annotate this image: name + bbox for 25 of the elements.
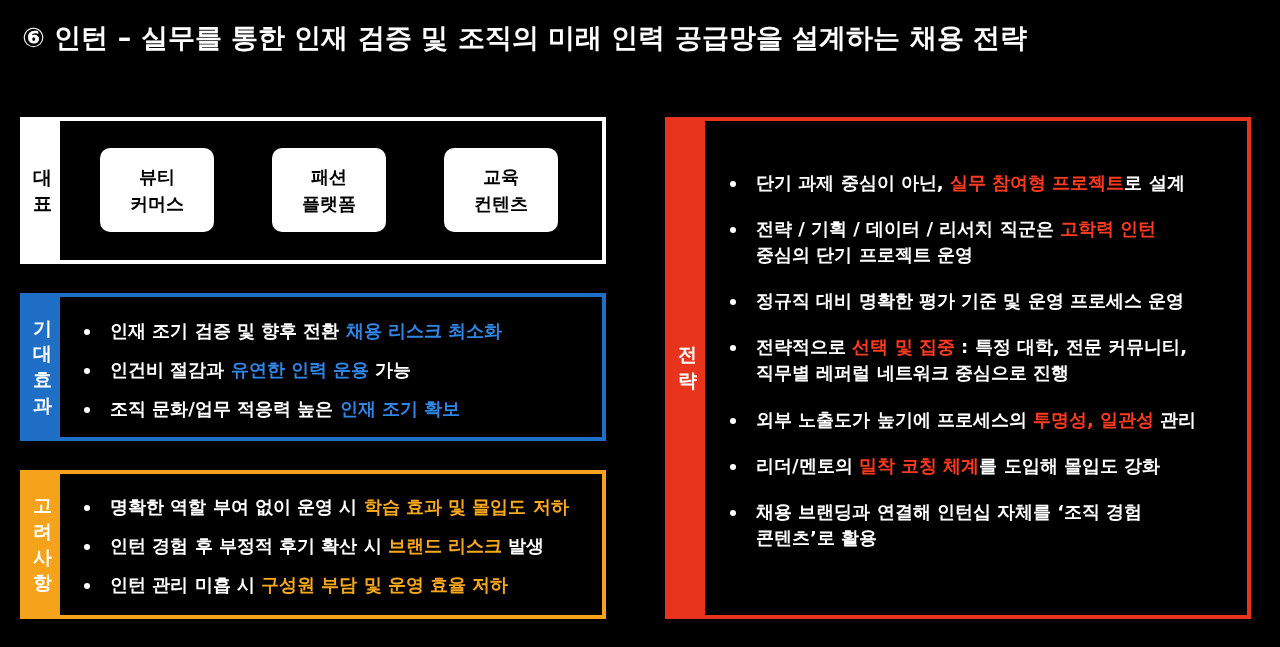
panel-box [20,117,606,264]
slide-title: ⑥ 인턴 – 실무를 통한 인재 검증 및 조직의 미래 인력 공급망을 설계하는 채용 전략 [22,21,1027,55]
panel-box [20,293,606,441]
category-card: 교육 컨텐츠 [444,148,558,232]
bullet-text: 전략적으로 선택 및 집중 : 특정 대학, 전문 커뮤니티, 직무별 레퍼럴 네트워크 중심으로 진행 [756,336,1188,384]
side-label: 고려사항 [24,474,60,615]
side-label: 대표 [24,121,60,260]
panel-box [20,470,606,619]
bullet-text: 조직 문화/업무 적응력 높은 인재 조기 확보 [110,398,461,420]
bullet-text: 인턴 경험 후 부정적 후기 확산 시 브랜드 리스크 발생 [110,535,545,557]
bullet-text: 명확한 역할 부여 없이 운영 시 학습 효과 및 몰입도 저하 [110,496,569,517]
bullet-text: 외부 노출도가 높기에 프로세스의 투명성, 일관성 관리 [756,408,1197,430]
side-label: 전략 [669,121,705,615]
bullet-text: 채용 브랜딩과 연결해 인턴십 자체를 ‘조직 경험 콘텐츠’로 활용 [756,500,1143,548]
category-card: 패션 플랫폼 [272,148,386,232]
category-card: 뷰티 커머스 [100,148,214,232]
bullet-text: 전략 / 기획 / 데이터 / 리서치 직군은 고학력 인턴 중심의 단기 프로젝트 운영 [756,218,1157,266]
bullet-text: 리더/멘토의 밀착 코칭 체계를 도입해 몰입도 강화 [756,454,1161,476]
bullet-text: 단기 과제 중심이 아닌, 실무 참여형 프로젝트로 설계 [756,172,1185,193]
bullet-text: 인재 조기 검증 및 향후 전환 채용 리스크 최소화 [110,320,503,341]
bullet-text: 인턴 관리 미흡 시 구성원 부담 및 운영 효율 저하 [110,574,509,596]
side-label: 기대효과 [24,297,60,437]
panel-box [665,117,1251,619]
bullet-text: 정규직 대비 명확한 평가 기준 및 운영 프로세스 운영 [756,290,1185,312]
bullet-text: 인건비 절감과 유연한 인력 운용 가능 [110,359,412,381]
